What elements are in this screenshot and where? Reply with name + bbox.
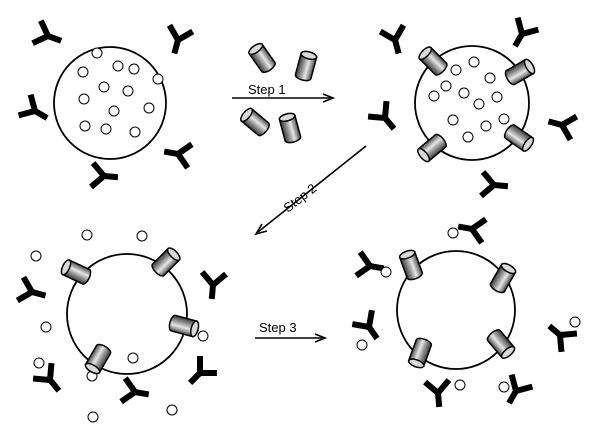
dot [79,120,91,132]
dot [40,321,52,333]
bound-dot [454,379,466,391]
vesicle-2 [414,45,530,161]
dot [129,126,141,138]
dot [143,102,155,114]
dot [30,250,42,262]
antibody [356,252,386,280]
step-2-arrowhead [254,223,268,236]
dot [81,229,93,241]
dot [197,330,209,342]
dot [78,93,90,105]
antibody [481,172,509,198]
free-cylinder [293,49,319,83]
dot [440,80,452,92]
dot [122,85,134,97]
dot [473,98,485,110]
bound-dot [380,266,392,278]
dot [447,114,459,126]
antibody [456,215,486,243]
dot [468,56,480,68]
antibody [425,380,451,408]
antibody [505,18,539,53]
step-3-label: Step 3 [259,320,297,335]
dot [77,66,89,78]
free-cylinder [238,105,272,139]
antibody [182,356,217,391]
dot [491,91,503,103]
bound-antibody [542,316,581,352]
step-2-label: Step 2 [280,180,319,215]
dot [458,87,470,99]
step-3-group: Step 3 [255,320,328,343]
bound-dot [447,227,459,239]
step-1-group: Step 1 [232,40,336,145]
antibody [368,101,403,136]
dot [152,73,164,85]
panel-3 [17,229,226,423]
dot [98,81,110,93]
dot [498,113,510,125]
released-dots [30,229,209,423]
antibody [17,277,48,307]
antibody [19,95,54,129]
vesicle-1-dots [77,47,164,138]
dot [127,352,139,364]
bound-antibody [356,252,392,280]
antibody [163,25,193,56]
panel-1 [19,21,193,190]
dot [33,357,45,369]
membrane-cylinder [58,257,94,287]
bound-antibody [352,310,387,351]
step-2-group: Step 2 [254,145,367,236]
bound-antibody [447,215,486,243]
dot [87,411,99,423]
step-2-arrow [257,145,367,233]
antibody [91,163,119,189]
dot [108,105,120,117]
free-cylinder [246,40,278,76]
membrane-cylinder [397,247,425,283]
bound-dot [569,316,581,328]
dot [462,131,474,143]
bound-antibody [425,379,466,408]
antibody [162,140,192,168]
antibody [545,110,576,140]
dot [166,404,178,416]
bound-dot [356,339,368,351]
step-3-arrowhead [314,333,328,343]
step-1-label: Step 1 [248,82,286,97]
bound-antibody [499,375,533,410]
dot [450,64,462,76]
dot [100,123,112,135]
dot [484,72,496,84]
free-cylinder [277,111,303,145]
panel-4 [352,215,581,410]
antibody [200,272,226,300]
dot [91,47,103,59]
step-1-arrowhead [322,93,336,103]
bound-dot [498,381,510,393]
antibody [121,378,151,406]
antibody [380,25,410,56]
panel-2 [368,18,577,199]
dot [428,90,440,102]
vesicle-3 [66,253,188,375]
antibody [352,310,387,345]
dot [480,120,492,132]
dot [112,60,124,72]
dot [128,63,140,75]
antibody [33,21,66,52]
dot [136,230,148,242]
